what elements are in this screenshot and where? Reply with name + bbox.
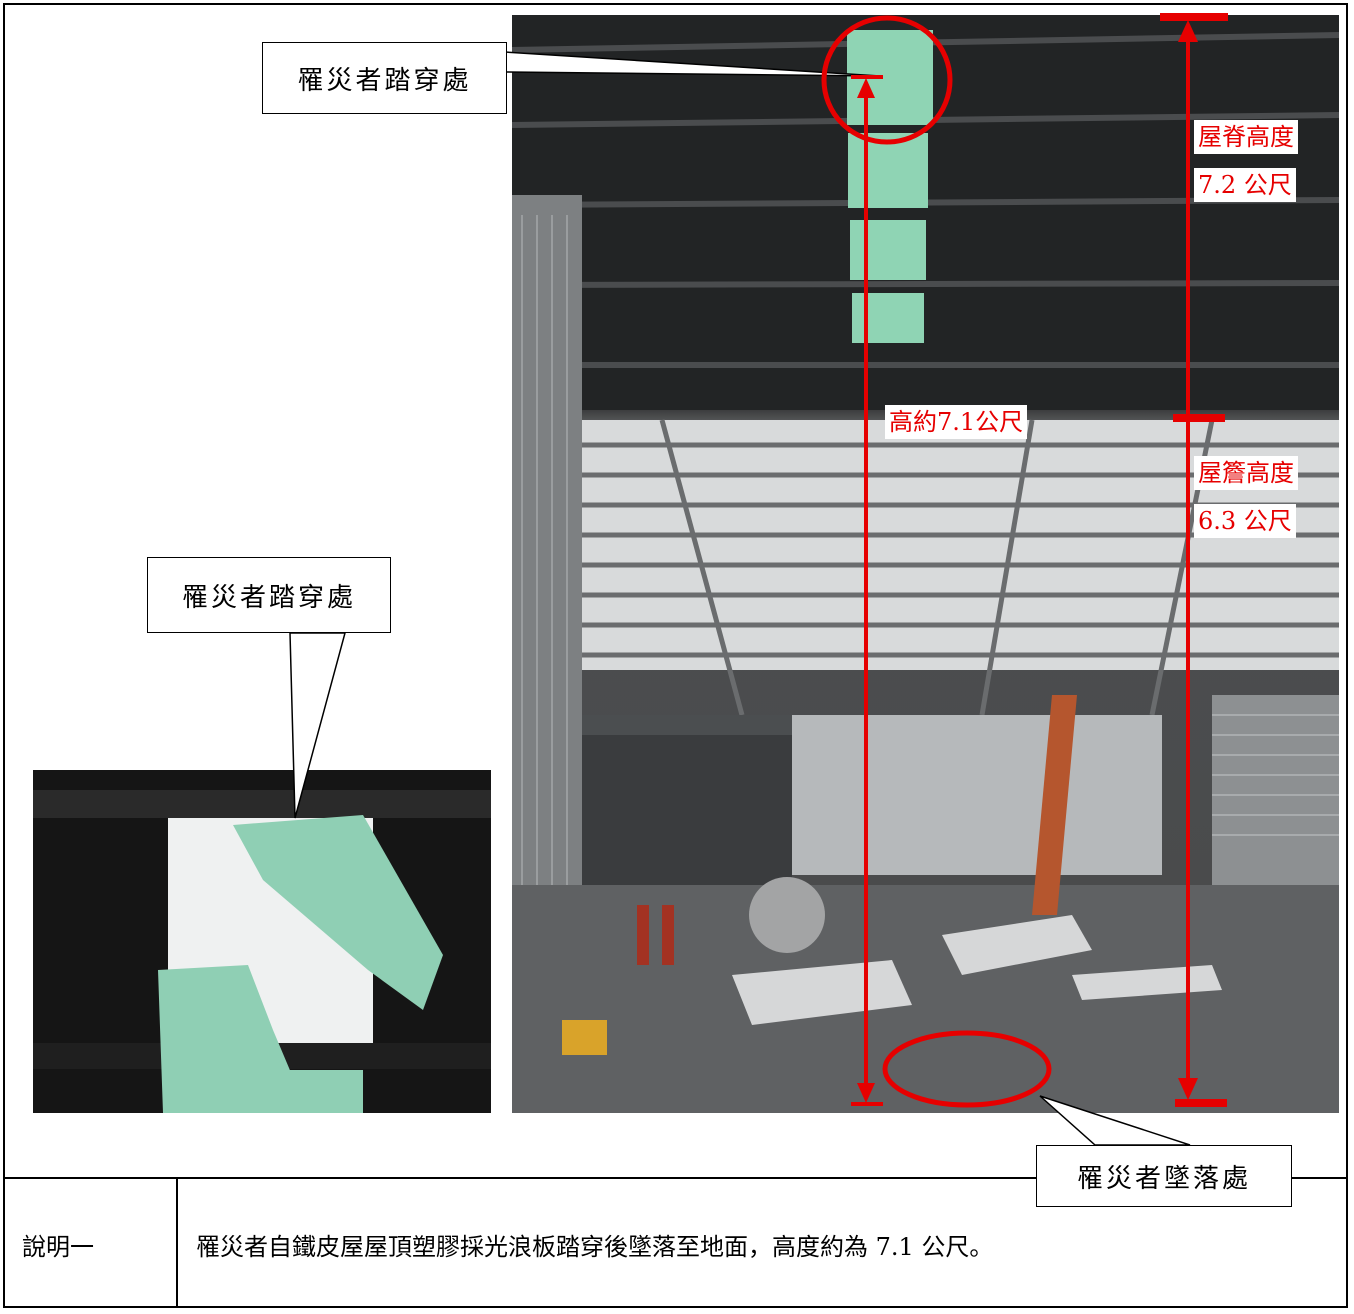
eave-height-label: 屋簷高度 [1194,456,1298,490]
breach-point-callout-left: 罹災者踏穿處 [147,557,391,633]
ridge-height-arrow [1160,13,1228,1107]
caption-label: 說明一 [22,1232,94,1261]
ridge-height-label: 屋脊高度 [1194,120,1298,154]
table-divider [3,1177,1348,1179]
caption-text: 罹災者自鐵皮屋屋頂塑膠採光浪板踏穿後墜落至地面，高度約為 7.1 公尺。 [196,1232,994,1261]
breach-point-callout-top: 罹災者踏穿處 [262,42,507,114]
ridge-height-value: 7.2 公尺 [1194,168,1296,202]
eave-height-value: 6.3 公尺 [1194,504,1296,538]
skylight-closeup-photo [33,770,491,1113]
breach-point-label-left: 罹災者踏穿處 [181,582,356,613]
fall-point-callout: 罹災者墜落處 [1036,1145,1292,1207]
fall-height-arrow [851,75,883,1106]
caption-column-divider [176,1178,178,1308]
caption-label-cell: 說明一 [22,1180,172,1308]
closeup-photo-graphic [33,770,491,1113]
breach-point-circle [821,15,953,145]
breach-point-label-top: 罹災者踏穿處 [297,65,472,96]
fall-point-label: 罹災者墜落處 [1076,1163,1251,1194]
fall-height-label: 高約7.1公尺 [885,405,1028,439]
caption-text-cell: 罹災者自鐵皮屋屋頂塑膠採光浪板踏穿後墜落至地面，高度約為 7.1 公尺。 [196,1180,1336,1308]
fall-point-circle [882,1030,1052,1108]
document-frame [3,3,1348,1308]
